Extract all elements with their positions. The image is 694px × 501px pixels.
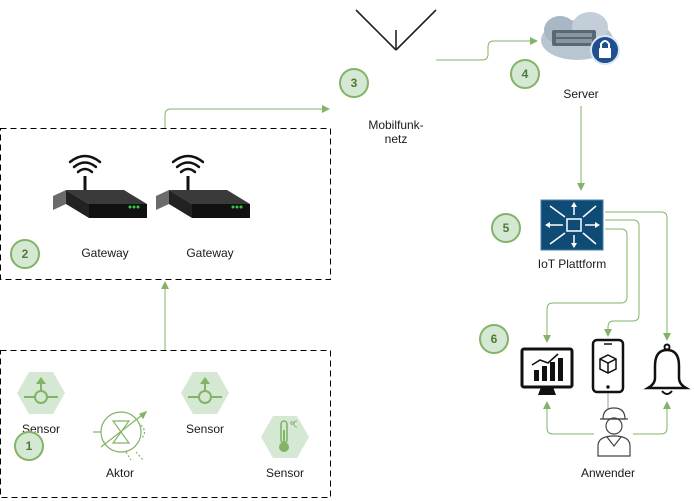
iot-platform-icon — [540, 199, 604, 251]
gateway-group-box — [0, 128, 331, 280]
step-badge-1: 1 — [14, 431, 44, 461]
thermometer-sensor-icon — [261, 416, 309, 458]
server-label: Server — [563, 87, 599, 101]
step-badge-2: 2 — [10, 239, 40, 269]
gateway-label: Gateway — [186, 246, 234, 260]
connector-user-to-bell — [633, 401, 671, 435]
wifi-router-icon — [53, 154, 147, 218]
sensor-hexagon-icon — [181, 372, 229, 414]
monitor-chart-icon — [520, 347, 574, 395]
bell-icon — [643, 343, 691, 395]
sensor-label: Sensor — [265, 466, 305, 480]
step-badge-3: 3 — [339, 68, 369, 98]
mobilfunk-label: Mobilfunk- netz — [368, 118, 424, 146]
wifi-router-icon — [156, 154, 250, 218]
valve-actuator-icon — [93, 410, 148, 461]
step-badge-4: 4 — [510, 59, 540, 89]
sensor-label: Sensor — [185, 422, 225, 436]
connector-mobilfunk-to-server — [436, 37, 538, 61]
connector-iot-to-bell — [605, 211, 671, 341]
step-badge-5: 5 — [491, 213, 521, 243]
cloud-server-lock-icon — [541, 12, 620, 65]
gateway-label: Gateway — [81, 246, 129, 260]
connector-user-to-monitor — [543, 401, 594, 435]
device-group-box — [0, 350, 331, 498]
user-icon — [597, 407, 631, 457]
antenna-icon — [355, 9, 437, 51]
iot-platform-label: IoT Plattform — [537, 257, 607, 271]
user-label: Anwender — [580, 466, 636, 480]
connector-iot-to-monitor — [543, 228, 628, 343]
connector-iot-to-phone — [604, 219, 640, 337]
sensor-hexagon-icon — [17, 372, 65, 414]
actuator-label: Aktor — [105, 466, 135, 480]
smartphone-icon — [591, 338, 625, 394]
connector-gateways-to-mobilfunk — [164, 105, 330, 128]
step-badge-6: 6 — [479, 324, 509, 354]
